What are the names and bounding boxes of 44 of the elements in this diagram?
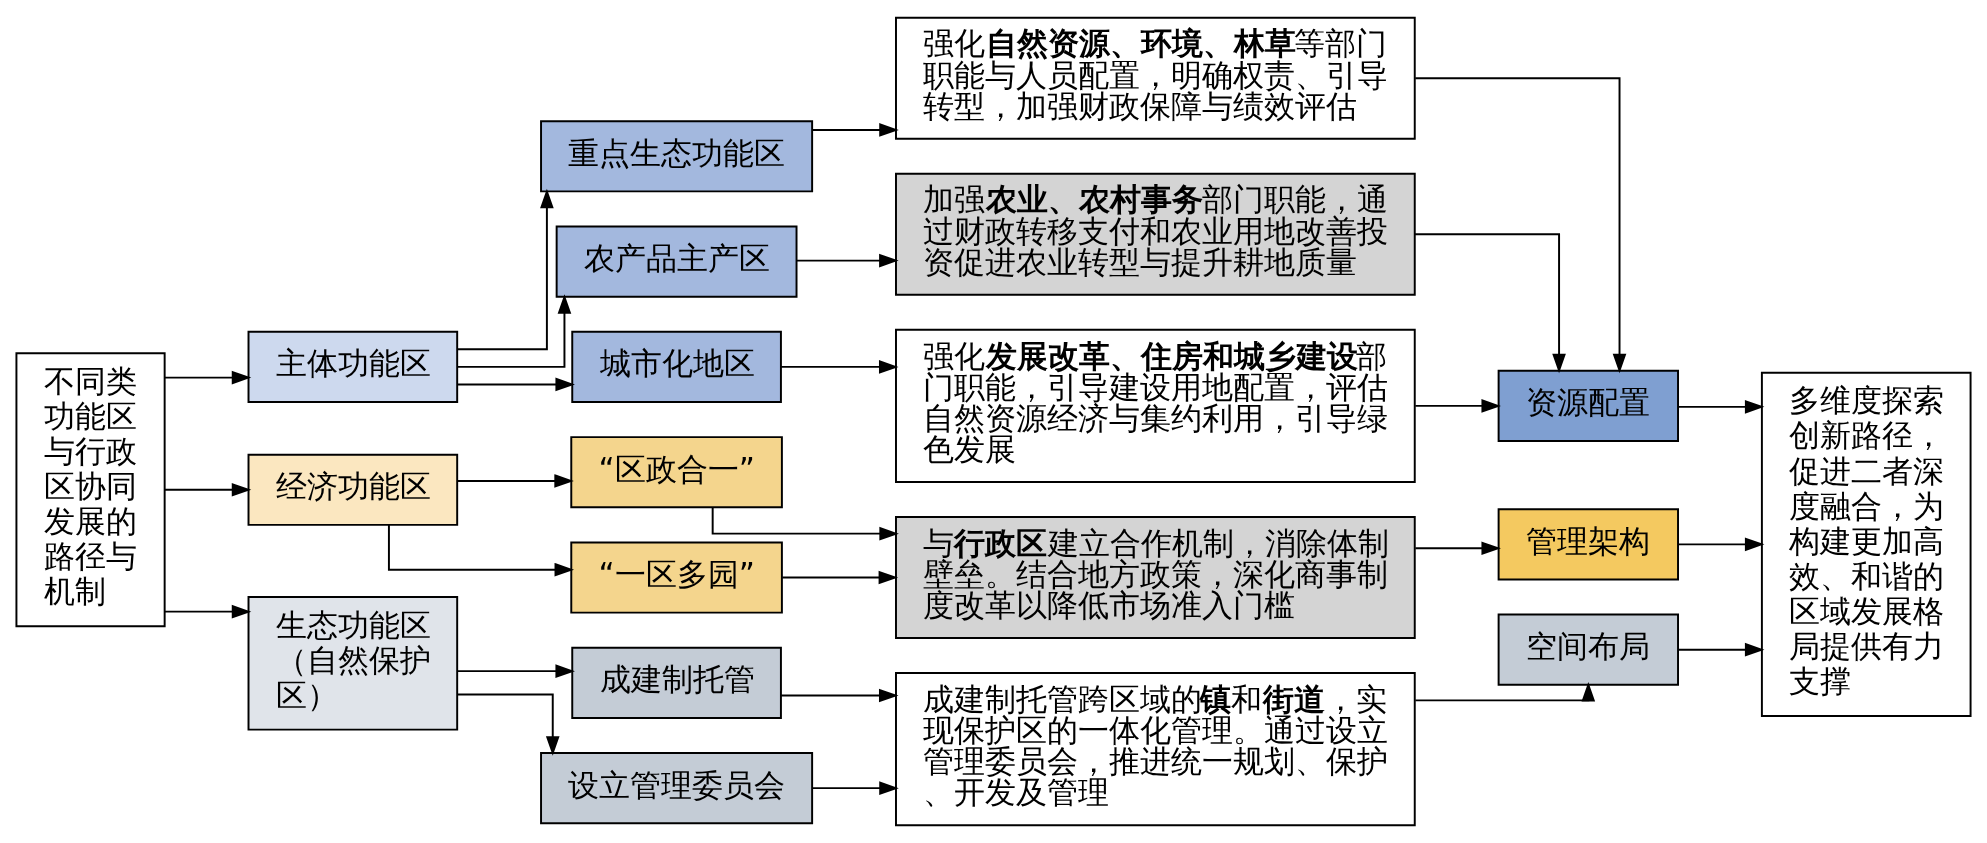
arrow [1677,642,1765,657]
node-box: 不同类功能区与行政区协同发展的路径与机制 [15,352,166,628]
arrow [457,664,575,678]
arrow [387,524,575,577]
node-box: 空间布局 [1497,613,1679,686]
node-box: 管理架构 [1497,508,1679,581]
arrow [457,474,574,488]
arrow [164,370,252,385]
node-box: 加强农业、农村事务部门职能，通过财政转移支付和农业用地改善投资促进农业转型与提升耕地质量 [895,172,1416,296]
node-box: 成建制托管 [571,646,782,719]
arrow [811,123,899,137]
arrow [456,188,554,351]
arrow [164,604,252,619]
node-box: 主体功能区 [247,330,459,403]
node-box: 设立管理委员会 [540,752,814,825]
node-box: 城市化地区 [571,330,782,403]
arrow [811,781,899,795]
node-box: 与行政区建立合作机制，消除体制壁垒。结合地方政策，深化商事制度改革以降低市场准入门槛 [895,516,1416,639]
arrow [1677,400,1765,414]
arrow [780,688,899,703]
node-box: 多维度探索创新路径，促进二者深度融合，为构建更加高效、和谐的区域发展格局提供有力支撑 [1760,371,1972,717]
arrow [1677,537,1765,552]
arrow [164,482,252,497]
arrow [1414,233,1566,374]
node-box: 强化自然资源、环境、林草等部门职能与人员配置，明确权责、引导转型，加强财政保障与绩效评估 [895,16,1416,140]
arrow [1414,681,1596,702]
node-box: “区政合一” [570,436,783,509]
node-box: 经济功能区 [247,453,459,526]
node-box: 重点生态功能区 [540,120,814,193]
arrow [1414,541,1501,556]
arrow [795,253,899,268]
arrow [457,377,575,392]
node-box: “一区多园” [570,541,783,614]
node-box: 资源配置 [1497,369,1679,442]
arrow [456,693,560,756]
node-box: 强化发展改革、住房和城乡建设部门职能，引导建设用地配置，评估自然资源经济与集约利用，引导绿色发展 [895,328,1416,483]
arrow [1414,399,1501,413]
arrow [780,360,899,374]
arrow [781,570,899,585]
node-box: 农产品主产区 [555,225,798,298]
arrow [456,294,572,368]
arrow [1414,77,1627,374]
node-box: 成建制托管跨区域的镇和街道，实现保护区的一体化管理。通过设立管理委员会，推进统一规划、保护、开发及管理 [895,672,1416,827]
node-box: 生态功能区（自然保护区） [247,596,459,731]
